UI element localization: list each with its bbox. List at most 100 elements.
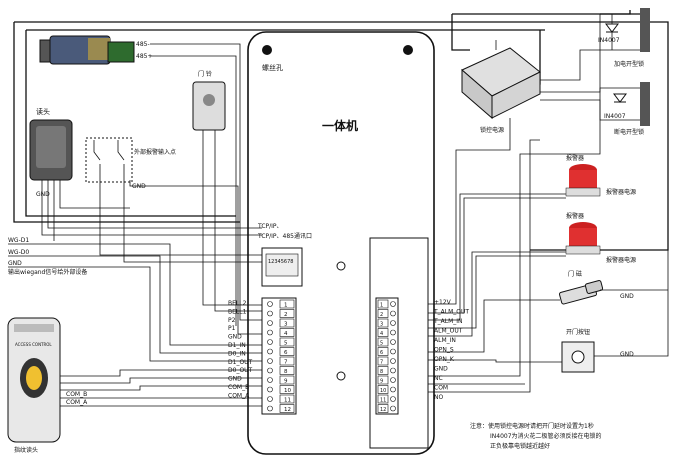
- switch-2: [117, 140, 125, 180]
- com-b-label-left: COM_B: [66, 391, 87, 398]
- note-line2: IN4007为消火花二极管必须反接在电锁的: [490, 432, 602, 440]
- diode1-label: IN4007: [598, 37, 620, 44]
- diode1-icon: [605, 23, 619, 33]
- right-terminal-number: 7: [380, 360, 383, 366]
- right-terminal-cell: [377, 356, 389, 366]
- left-terminal-label: GND: [228, 334, 242, 341]
- left-terminal-cell: [279, 299, 295, 309]
- right-terminal-cell: [377, 366, 389, 375]
- screw-hole-left: [262, 45, 272, 55]
- left-terminal-screw: [267, 377, 273, 383]
- left-terminal-cell: [279, 337, 295, 347]
- left-terminal-screw: [267, 301, 273, 307]
- right-terminal-screw: [390, 396, 396, 402]
- right-terminal-number: 5: [380, 341, 383, 347]
- left-terminal-label: D0_OUT: [228, 367, 253, 374]
- left-terminal-cell: [279, 356, 295, 366]
- left-terminal-label: D0_IN: [228, 350, 246, 357]
- door-sensor-device: [559, 280, 604, 305]
- reader-gnd-label: GND: [132, 183, 146, 190]
- right-terminal-label: ALM_OUT: [434, 328, 463, 335]
- reader-label: 读头: [36, 107, 50, 116]
- left-terminal-cell: [279, 385, 295, 394]
- wire-gnd: [129, 180, 262, 335]
- right-terminal-screw: [390, 329, 396, 336]
- right-terminal-cell: [377, 375, 389, 385]
- wire-fp-gnd: [60, 385, 262, 391]
- wire-485-plus: [150, 55, 237, 326]
- left-terminal-label: BELL2: [228, 300, 247, 307]
- left-terminal-number: 6: [284, 350, 288, 356]
- tcpip-label: TCP/IP、485通讯口: [257, 232, 312, 240]
- left-terminal-cell: [279, 309, 295, 318]
- left-terminal-number: 2: [284, 312, 288, 318]
- right-terminal-label: COM: [434, 385, 448, 392]
- screw-hole-label: 螺丝孔: [262, 63, 283, 72]
- serial-converter: [39, 35, 135, 65]
- wire-wg-d1: [8, 243, 262, 346]
- right-terminal-number: 12: [380, 407, 386, 413]
- lock2-device: [640, 82, 650, 126]
- wire-lock1-top: [600, 10, 631, 15]
- right-terminal-label: OPN_K: [434, 356, 455, 363]
- left-terminal-label: COM_B: [228, 384, 249, 391]
- left-terminal-number: 3: [284, 322, 288, 328]
- left-terminal-number: 1: [284, 303, 288, 309]
- wire-p2: [99, 180, 262, 256]
- right-terminal-number: 8: [380, 369, 383, 375]
- right-terminal-screw: [390, 386, 396, 393]
- right-terminal-cell: [377, 318, 389, 328]
- wire-wg-d0: [8, 255, 262, 354]
- left-terminal-screw: [267, 310, 273, 317]
- right-terminal-number: 9: [380, 379, 383, 385]
- wire-wg-gnd: [8, 266, 262, 362]
- right-terminal-screw: [390, 358, 396, 364]
- left-terminal-label: P1: [228, 325, 236, 332]
- exit-button-key-icon: [571, 350, 585, 364]
- switch-1: [93, 140, 101, 180]
- left-terminal-screw: [267, 405, 273, 412]
- wire-exit-button: [428, 359, 562, 363]
- wire-fp-d1: [60, 369, 262, 377]
- converter-485-minus: 485-: [136, 41, 150, 48]
- wire-lock1: [540, 49, 640, 81]
- right-terminal-cell: [377, 309, 389, 318]
- right-terminal-number: 6: [380, 350, 383, 356]
- wire-alarm1-b: [428, 197, 566, 314]
- diode2-icon: [613, 93, 627, 103]
- wire-bell1: [214, 130, 262, 312]
- left-terminal-screw: [267, 329, 273, 336]
- left-terminal-number: 5: [284, 341, 288, 347]
- main-unit-title: 一体机: [322, 118, 358, 133]
- wire-reader-2: [47, 180, 262, 229]
- left-terminal-cell: [279, 404, 295, 413]
- reader-pins: GND: [36, 191, 50, 198]
- left-terminal-label: COM_A: [228, 392, 250, 399]
- rj45-socket: [265, 253, 299, 277]
- ext-alarm-switch-box: [85, 137, 133, 183]
- right-terminal-cell: [377, 328, 389, 337]
- left-terminal-cell: [279, 347, 295, 356]
- lock2-label: 断电开型锁: [614, 128, 644, 136]
- wire-lockpower-in: [451, 14, 470, 51]
- right-terminal-screw: [390, 377, 396, 383]
- left-terminal-number: 10: [284, 388, 291, 394]
- right-terminal-screw: [390, 367, 396, 374]
- lock-power-device: [461, 47, 541, 120]
- door-sensor-label: 门 磁: [568, 270, 582, 278]
- door-sensor-gnd: GND: [620, 293, 634, 300]
- left-terminal-label: D1_OUT: [228, 359, 253, 366]
- right-terminal-number: 1: [380, 303, 383, 309]
- fp-reader-brand: ACCESS CONTROL: [15, 342, 52, 347]
- right-terminal-label: GND: [434, 366, 448, 373]
- wire-no-to-lock: [428, 139, 540, 393]
- left-signal-label: 输出wiegand信号给外部设备: [8, 268, 87, 276]
- wire-com-to-lock: [428, 14, 601, 377]
- right-terminal-screw: [390, 301, 396, 307]
- right-terminal-screw: [390, 339, 396, 345]
- alarm2-device: [565, 222, 601, 255]
- diode2-label: IN4007: [604, 113, 626, 120]
- left-signal-label: WG-D0: [8, 249, 29, 256]
- right-terminal-label: T_ALM_IN: [433, 318, 463, 325]
